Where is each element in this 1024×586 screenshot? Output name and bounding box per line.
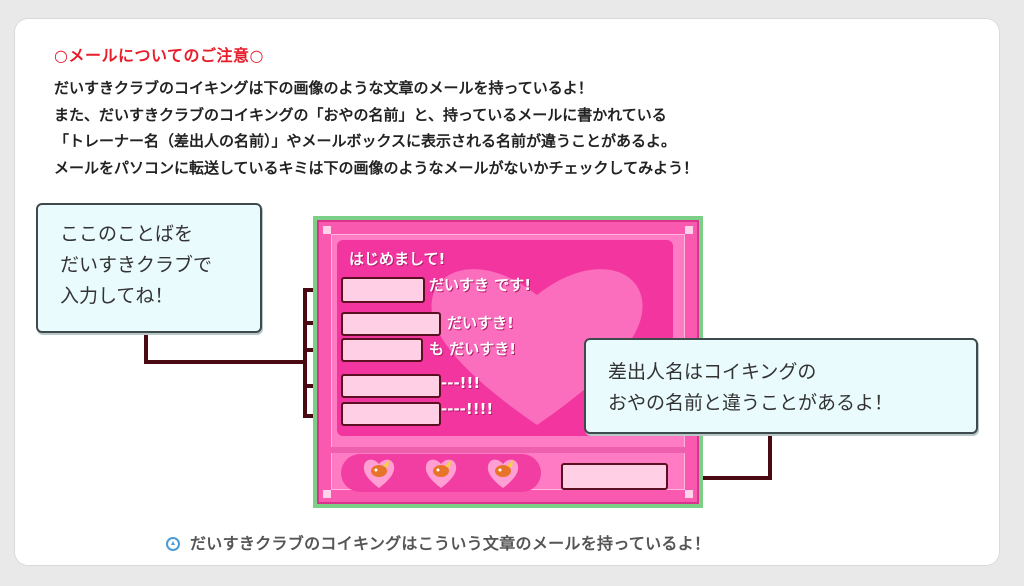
corner-ornament (685, 226, 693, 234)
notice-line: 「トレーナー名（差出人の名前）」やメールボックスに表示される名前が違うことがある… (54, 132, 677, 150)
callout-line: 入力してね！ (60, 285, 174, 307)
callout-line: ここのことばを (60, 223, 194, 245)
callout-line: だいすきクラブで (60, 254, 213, 276)
mail-greeting: はじめまして! (349, 250, 446, 268)
notice-line: また、だいすきクラブのコイキングの「おやの名前」と、持っているメールに書かれてい… (54, 105, 667, 124)
magikarp-icon (487, 459, 519, 488)
blank-word-box (341, 338, 423, 362)
magikarp-icon (363, 459, 395, 488)
sender-name-box (561, 463, 668, 490)
blank-word-box (341, 402, 441, 426)
blank-word-box (341, 312, 441, 336)
mail-line: ---!!! (441, 374, 481, 392)
mail-line: ----!!!! (441, 400, 494, 418)
notice-line: だいすきクラブのコイキングは下の画像のような文章のメールを持っているよ！ (54, 79, 593, 97)
corner-ornament (685, 490, 693, 498)
notice-title: ○メールについてのご注意○ (54, 46, 264, 65)
callout-input-hint: ここのことばを だいすきクラブで 入力してね！ (36, 203, 262, 333)
heart-background-icon (431, 269, 643, 425)
blank-word-box (341, 374, 441, 398)
mail-line: だいすき! (447, 314, 514, 332)
callout-line: おやの名前と違うことがあるよ！ (608, 392, 894, 414)
up-arrow-circle-icon (166, 537, 180, 551)
callout-sender-hint: 差出人名はコイキングの おやの名前と違うことがあるよ！ (584, 338, 978, 434)
mail-line: も だいすき! (429, 340, 517, 358)
callout-line: 差出人名はコイキングの (608, 361, 817, 383)
mail-line: だいすき です! (429, 276, 532, 294)
mail-divider (331, 447, 685, 453)
magikarp-icon (425, 459, 457, 488)
blank-word-box (341, 277, 425, 303)
mail-icon-row (341, 454, 541, 492)
corner-ornament (323, 226, 331, 234)
notice-text: だいすきクラブのコイキングは下の画像のような文章のメールを持っているよ！ また、… (54, 75, 974, 181)
caption-text: だいすきクラブのコイキングはこういう文章のメールを持っているよ！ (190, 534, 711, 553)
notice-line: メールをパソコンに転送しているキミは下の画像のようなメールがないかチェックしてみ… (54, 158, 699, 177)
corner-ornament (323, 490, 331, 498)
image-caption: だいすきクラブのコイキングはこういう文章のメールを持っているよ！ (166, 530, 710, 554)
